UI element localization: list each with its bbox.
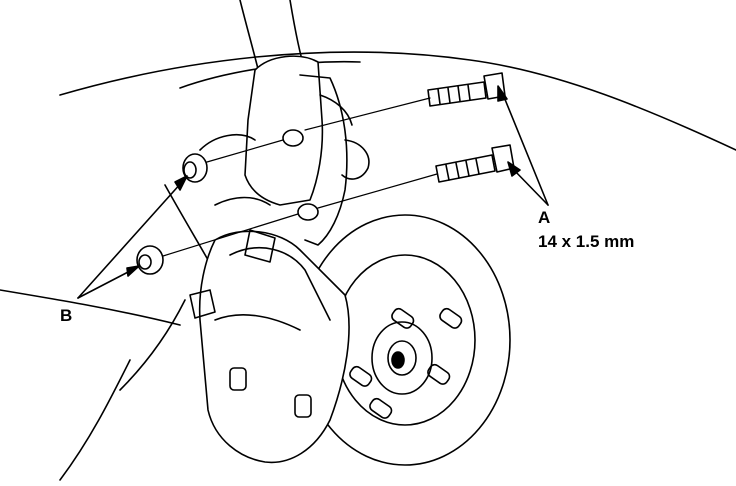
nut-b-upper — [182, 153, 208, 183]
callout-a-spec: 14 x 1.5 mm — [538, 232, 635, 251]
leader-a — [497, 85, 549, 206]
alignment-lines — [162, 97, 438, 257]
callout-a-label: A — [538, 208, 551, 227]
wheel-studs — [349, 307, 463, 419]
bolt-a-upper — [427, 72, 506, 107]
brake-caliper — [189, 229, 350, 464]
nut-b-lower — [136, 245, 164, 275]
strut-body — [199, 55, 370, 246]
leader-b — [77, 175, 188, 299]
callout-b-label: B — [60, 306, 73, 325]
bolt-a-lower — [435, 144, 515, 183]
